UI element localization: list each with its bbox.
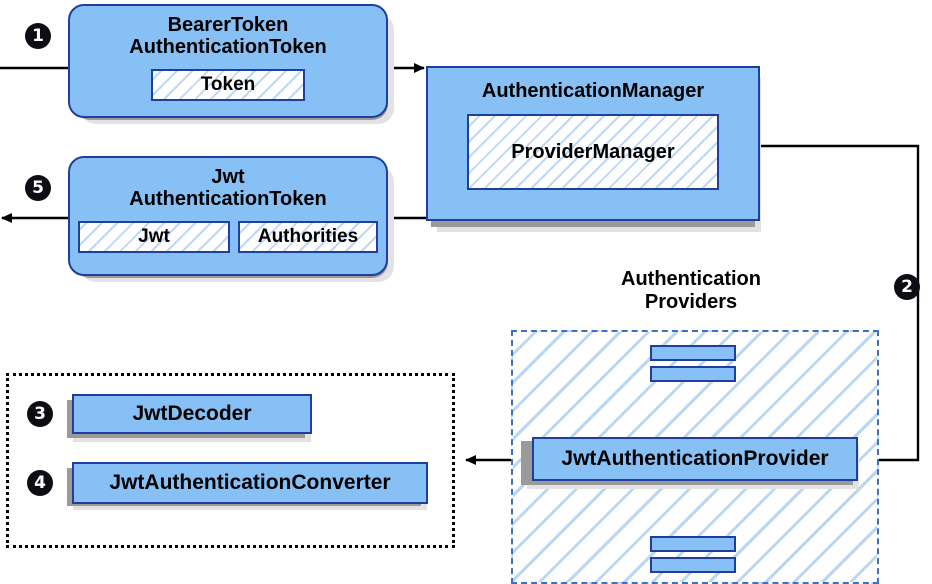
jwt-authentication-converter-box[interactable]: JwtAuthenticationConverter (72, 462, 428, 504)
authorities-inner-label: Authorities (257, 226, 359, 248)
step-2-number: 2 (901, 276, 913, 297)
jwt-token-title-line1: Jwt (211, 166, 245, 188)
step-3-number: 3 (34, 403, 46, 424)
jwt-authentication-provider-label: JwtAuthenticationProvider (561, 447, 829, 471)
jwt-inner-box[interactable]: Jwt (78, 220, 230, 253)
step-2-bullet: 2 (894, 274, 920, 300)
authentication-manager-title: AuthenticationManager (481, 80, 705, 102)
provider-placeholder-bar-bottom-2 (650, 557, 736, 573)
jwt-inner-label: Jwt (138, 226, 170, 248)
bearer-token-authentication-token-box[interactable]: BearerToken AuthenticationToken Token (68, 4, 388, 118)
step-1-bullet: 1 (25, 23, 51, 49)
step-5-bullet: 5 (25, 175, 51, 201)
authorities-inner-box[interactable]: Authorities (238, 220, 378, 253)
jwt-support-region (6, 373, 455, 548)
provider-placeholder-bar-top-1 (650, 345, 736, 361)
bearer-token-title-line2: AuthenticationToken (129, 36, 327, 59)
provider-placeholder-bar-top-2 (650, 366, 736, 382)
step-4-number: 4 (34, 472, 46, 493)
token-inner-box[interactable]: Token (151, 68, 305, 101)
authentication-providers-label-line2: Providers (644, 290, 738, 313)
step-4-bullet: 4 (27, 470, 53, 496)
authentication-providers-label-line1: Authentication (621, 268, 761, 290)
provider-manager-label: ProviderManager (511, 141, 675, 164)
provider-manager-inner-box[interactable]: ProviderManager (467, 114, 719, 191)
bearer-token-title-line1: BearerToken (167, 14, 289, 36)
token-inner-label: Token (200, 74, 256, 96)
jwt-authentication-converter-label: JwtAuthenticationConverter (109, 471, 391, 495)
jwt-token-inner-row: Jwt Authorities (78, 220, 378, 253)
step-3-bullet: 3 (27, 401, 53, 427)
jwt-decoder-label: JwtDecoder (132, 402, 252, 426)
jwt-authentication-provider-box[interactable]: JwtAuthenticationProvider (532, 437, 858, 481)
provider-placeholder-bar-bottom-1 (650, 536, 736, 552)
jwt-decoder-box[interactable]: JwtDecoder (72, 394, 312, 434)
authentication-manager-box[interactable]: AuthenticationManager ProviderManager (426, 66, 760, 221)
step-1-number: 1 (32, 25, 44, 46)
jwt-token-title-line2: AuthenticationToken (129, 188, 327, 211)
step-5-number: 5 (32, 177, 44, 198)
jwt-authentication-token-box[interactable]: Jwt AuthenticationToken Jwt Authorities (68, 156, 388, 276)
authentication-providers-label: Authentication Providers (556, 268, 826, 314)
